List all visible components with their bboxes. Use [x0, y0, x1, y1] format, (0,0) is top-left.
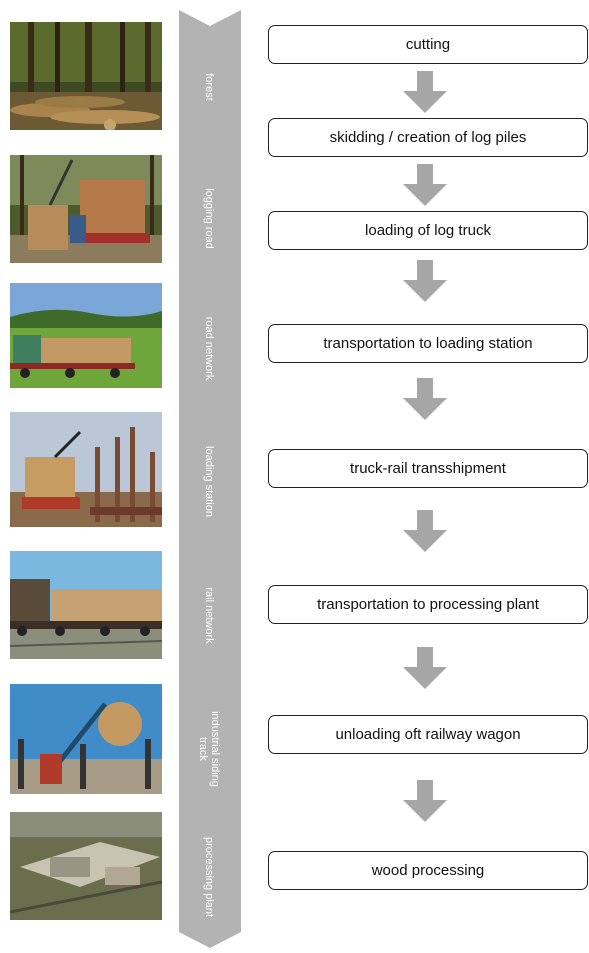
down-arrow-icon: [403, 260, 447, 302]
down-arrow-icon: [403, 378, 447, 420]
step-wood-processing: wood processing: [268, 851, 588, 890]
forest-photo: [10, 22, 162, 130]
processing-plant-photo: [10, 812, 162, 920]
chevron-label: rail network: [203, 587, 215, 644]
step-cutting: cutting: [268, 25, 588, 64]
step-skidding: skidding / creation of log piles: [268, 118, 588, 157]
chevron-label: industrial sidingtrack: [197, 711, 221, 787]
down-arrow-icon: [403, 510, 447, 552]
chevron-segment: [179, 806, 241, 948]
chevron-label: logging road: [203, 188, 215, 249]
step-unloading-wagon: unloading oft railway wagon: [268, 715, 588, 754]
down-arrow-icon: [403, 164, 447, 206]
step-truck-rail-transshipment: truck-rail transshipment: [268, 449, 588, 488]
logging-road-photo: [10, 155, 162, 263]
rail-network-photo: [10, 551, 162, 659]
step-loading-truck: loading of log truck: [268, 211, 588, 250]
chevron-column: forest logging road road network loading st…: [179, 10, 241, 948]
chevron-segment: [179, 273, 241, 424]
chevron-segment: [179, 10, 241, 164]
down-arrow-icon: [403, 647, 447, 689]
down-arrow-icon: [403, 71, 447, 113]
chevron-label: processing plant: [203, 837, 215, 917]
chevron-segment: [179, 539, 241, 692]
chevron-segment: [179, 672, 241, 826]
down-arrow-icon: [403, 780, 447, 822]
road-network-photo: [10, 283, 162, 388]
step-transport-processing-plant: transportation to processing plant: [268, 585, 588, 624]
step-transport-loading-station: transportation to loading station: [268, 324, 588, 363]
chevron-segment: [179, 404, 241, 559]
chevron-label: loading station: [203, 446, 215, 517]
industrial-siding-photo: [10, 684, 162, 794]
loading-station-photo: [10, 412, 162, 527]
chevron-segment: [179, 144, 241, 293]
chevron-label: road network: [203, 317, 215, 381]
chevron-label: forest: [203, 73, 215, 101]
